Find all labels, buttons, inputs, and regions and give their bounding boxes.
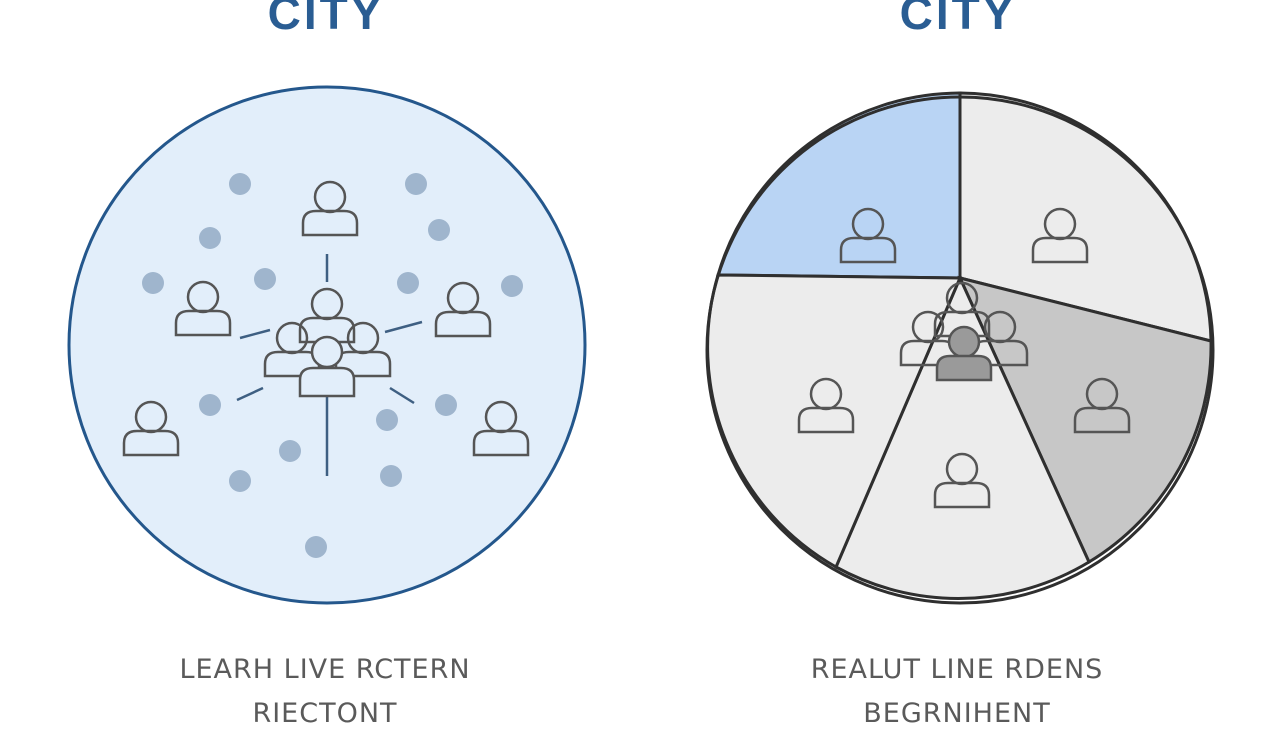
dot: [142, 272, 164, 294]
dot: [279, 440, 301, 462]
dot: [376, 409, 398, 431]
segment-bottom: [834, 274, 1091, 600]
right-caption-line1: REALUT LINE RDENS: [810, 654, 1104, 685]
dot: [254, 268, 276, 290]
dot: [501, 275, 523, 297]
left-caption-line2: RIECTONT: [252, 698, 398, 729]
segment-right: [957, 275, 1213, 565]
right-people: [797, 207, 1131, 509]
left-caption-line1: LEARH LIVE RCTERN: [179, 654, 471, 685]
dot: [305, 536, 327, 558]
right-city-pie: [705, 91, 1215, 605]
dot: [229, 470, 251, 492]
dot: [199, 394, 221, 416]
central-group-icon: [899, 281, 1029, 382]
dot: [229, 173, 251, 195]
left-dots: [142, 173, 523, 558]
right-caption-line2: BEGRNIHENT: [863, 698, 1051, 729]
dot: [397, 272, 419, 294]
segment-highlight: [716, 91, 962, 280]
dot: [199, 227, 221, 249]
dot: [428, 219, 450, 241]
left-city-title: CITY: [267, 0, 385, 39]
left-people: [122, 180, 530, 457]
left-connector-lines: [236, 254, 423, 476]
right-city-title: CITY: [899, 0, 1017, 39]
dot: [435, 394, 457, 416]
central-group-icon: [263, 287, 392, 398]
dot: [405, 173, 427, 195]
dot: [380, 465, 402, 487]
